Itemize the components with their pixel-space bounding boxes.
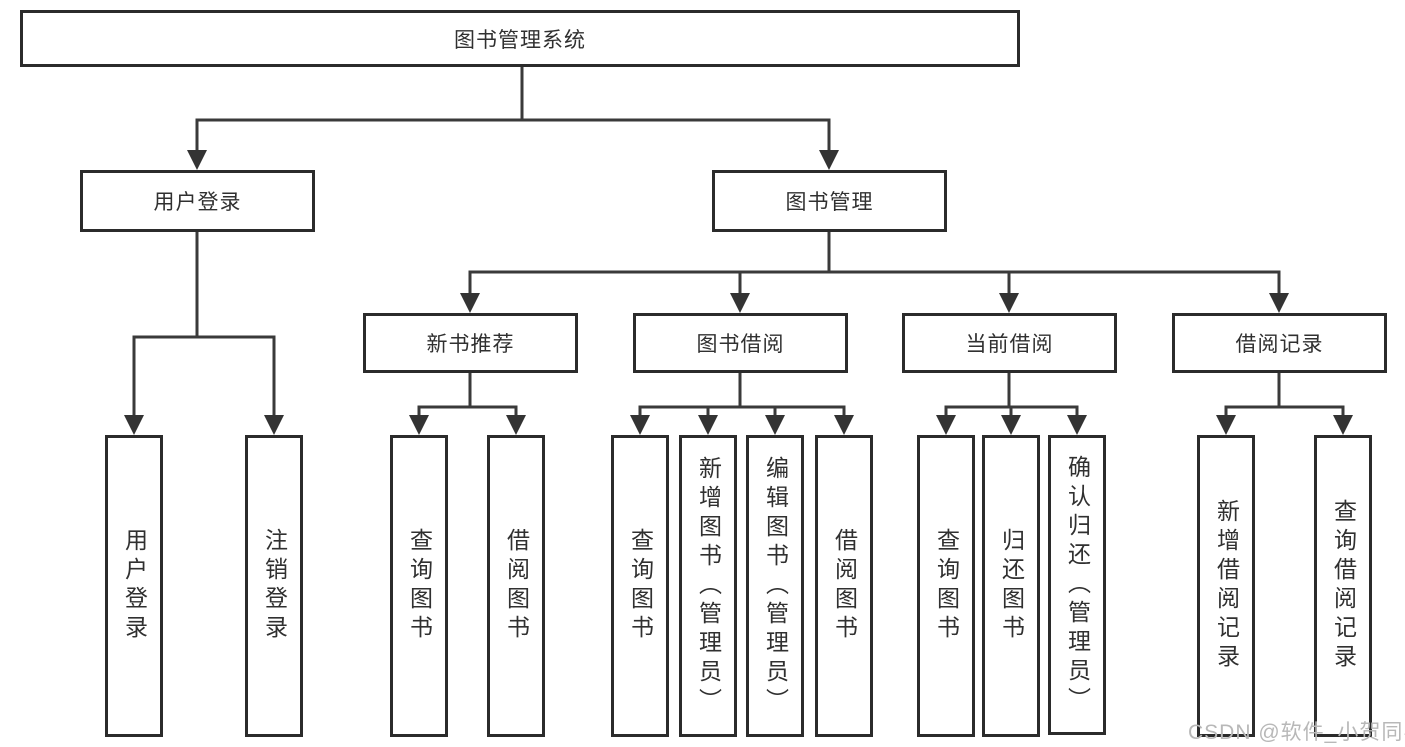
leaf-return-books: 归还图书 bbox=[982, 435, 1040, 737]
leaf-query-books-current: 查询图书 bbox=[917, 435, 975, 737]
leaf-query-books-recommend: 查询图书 bbox=[390, 435, 448, 737]
leaf-add-book-admin: 新增图书（管理员） bbox=[679, 435, 737, 737]
leaf-confirm-return-admin: 确认归还（管理员） bbox=[1048, 435, 1106, 735]
leaf-query-borrow-record: 查询借阅记录 bbox=[1314, 435, 1372, 737]
node-user-login: 用户登录 bbox=[80, 170, 315, 232]
node-book-management-label: 图书管理 bbox=[785, 191, 874, 214]
node-book-borrowing-label: 图书借阅 bbox=[696, 333, 785, 356]
csdn-watermark: CSDN @软件_小贺同学 bbox=[1188, 721, 1405, 744]
node-new-book-recommend: 新书推荐 bbox=[363, 313, 578, 373]
node-library-system-label: 图书管理系统 bbox=[454, 28, 586, 52]
node-borrowing-records-label: 借阅记录 bbox=[1235, 333, 1324, 356]
node-user-login-label: 用户登录 bbox=[153, 191, 242, 214]
leaf-edit-book-admin: 编辑图书（管理员） bbox=[746, 435, 804, 737]
leaf-borrow-books-borrowing: 借阅图书 bbox=[815, 435, 873, 737]
node-book-management: 图书管理 bbox=[712, 170, 947, 232]
leaf-query-books-borrowing: 查询图书 bbox=[611, 435, 669, 737]
node-new-book-recommend-label: 新书推荐 bbox=[426, 333, 515, 356]
node-current-borrowing-label: 当前借阅 bbox=[965, 333, 1054, 356]
node-book-borrowing: 图书借阅 bbox=[633, 313, 848, 373]
leaf-logout: 注销登录 bbox=[245, 435, 303, 737]
node-current-borrowing: 当前借阅 bbox=[902, 313, 1117, 373]
leaf-add-borrow-record: 新增借阅记录 bbox=[1197, 435, 1255, 737]
leaf-user-login: 用户登录 bbox=[105, 435, 163, 737]
node-library-system: 图书管理系统 bbox=[20, 10, 1020, 67]
leaf-borrow-books-recommend: 借阅图书 bbox=[487, 435, 545, 737]
node-borrowing-records: 借阅记录 bbox=[1172, 313, 1387, 373]
